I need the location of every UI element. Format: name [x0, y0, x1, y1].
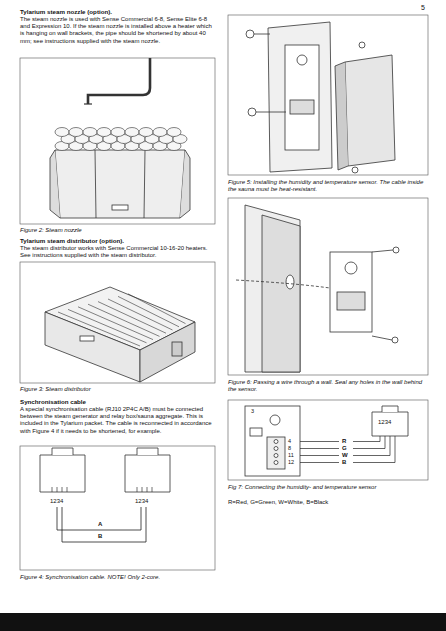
body-text: A special synchronisation cable (RJ10 2P…: [20, 406, 215, 435]
page-number: 5: [421, 4, 425, 11]
wire-color: B: [342, 459, 346, 466]
figure-caption: Figure 2: Steam nozzle: [20, 227, 215, 234]
figure-caption: Figure 5: Installing the humidity and te…: [228, 179, 428, 193]
figure-caption: Figure 4: Synchronisation cable. NOTE! O…: [20, 574, 215, 581]
wire-label: A: [98, 521, 102, 528]
sensor-board: [245, 406, 300, 476]
wire-color: W: [342, 452, 348, 459]
body-text: The steam distributor works with Sense C…: [20, 245, 215, 259]
section-heading: Tylarium steam nozzle (option).: [20, 8, 215, 15]
heater-with-distributor: [45, 287, 195, 382]
wire-color: R: [342, 438, 346, 445]
cable-wires: [57, 507, 146, 542]
pin-numbers: 1234: [50, 498, 63, 505]
sensor-plug: [372, 406, 408, 436]
pin-numbers: 1234: [135, 498, 148, 505]
figure-caption: Figure 3: Steam distributor: [20, 386, 215, 393]
terminal-number: 11: [288, 452, 294, 459]
figure-caption: Fig 7: Connecting the humidity- and temp…: [228, 484, 428, 491]
sensor-wires: [300, 436, 395, 463]
terminal-number: 12: [288, 459, 294, 466]
pin-numbers: 1234: [378, 419, 391, 426]
footer-bar: [0, 613, 446, 631]
heater-with-nozzle: [50, 58, 190, 218]
body-text: The steam nozzle is used with Sense Comm…: [20, 16, 215, 45]
section-heading: Synchronisation cable: [20, 398, 215, 405]
terminal-number: 4: [288, 438, 291, 445]
sensor-installation: [246, 22, 395, 173]
wall-passage: [236, 205, 399, 372]
wire-color: G: [342, 445, 347, 452]
wire-label: B: [98, 533, 102, 540]
figure-caption: Figure 6: Passing a wire through a wall.…: [228, 379, 428, 393]
figure-frames: [20, 15, 428, 570]
color-key: R=Red, G=Green, W=White, B=Black: [228, 499, 428, 506]
section-heading: Tylarium steam distributor (option).: [20, 237, 215, 244]
rj10-plugs: [40, 448, 170, 492]
terminal-number: 8: [288, 445, 291, 452]
terminal-number: 3: [251, 408, 254, 415]
